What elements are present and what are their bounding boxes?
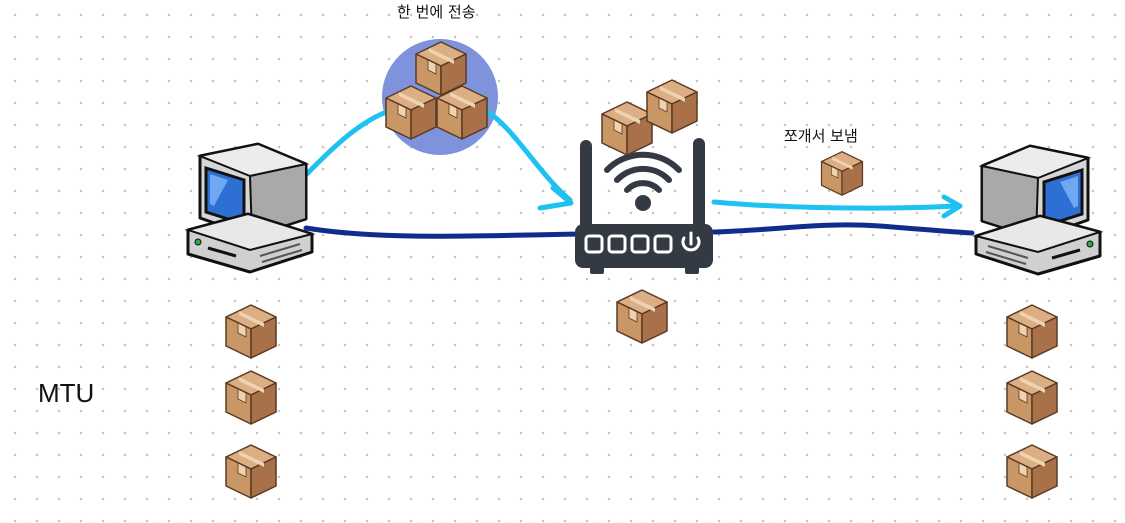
split-box-icon: [820, 151, 864, 196]
mtu-label: MTU: [38, 378, 95, 408]
wifi-router-icon: [575, 138, 713, 274]
cluster-box-left-icon: [385, 85, 437, 140]
right-stack-box-2-icon: [1006, 370, 1058, 425]
burst-send-label: 한 번에 전송: [397, 3, 476, 21]
left-computer-icon: [186, 142, 314, 274]
split-arrowhead: [941, 194, 963, 219]
router-box-left-icon: [601, 101, 653, 156]
router-box-right-icon: [646, 79, 698, 134]
burst-arc-arrowhead: [537, 185, 574, 211]
left-stack-box-3-icon: [225, 444, 277, 499]
cable-router-to-right: [711, 222, 975, 236]
right-stack-box-1-icon: [1006, 304, 1058, 359]
router-box-below-icon: [616, 289, 668, 344]
right-stack-box-3-icon: [1006, 444, 1058, 499]
left-stack-box-1-icon: [225, 304, 277, 359]
split-arrow: [711, 199, 958, 211]
left-stack-box-2-icon: [225, 370, 277, 425]
cable-left-to-router: [303, 225, 581, 239]
right-computer-icon: [974, 144, 1102, 276]
cluster-box-right-icon: [436, 85, 488, 140]
split-send-label: 쪼개서 보냄: [784, 127, 858, 145]
